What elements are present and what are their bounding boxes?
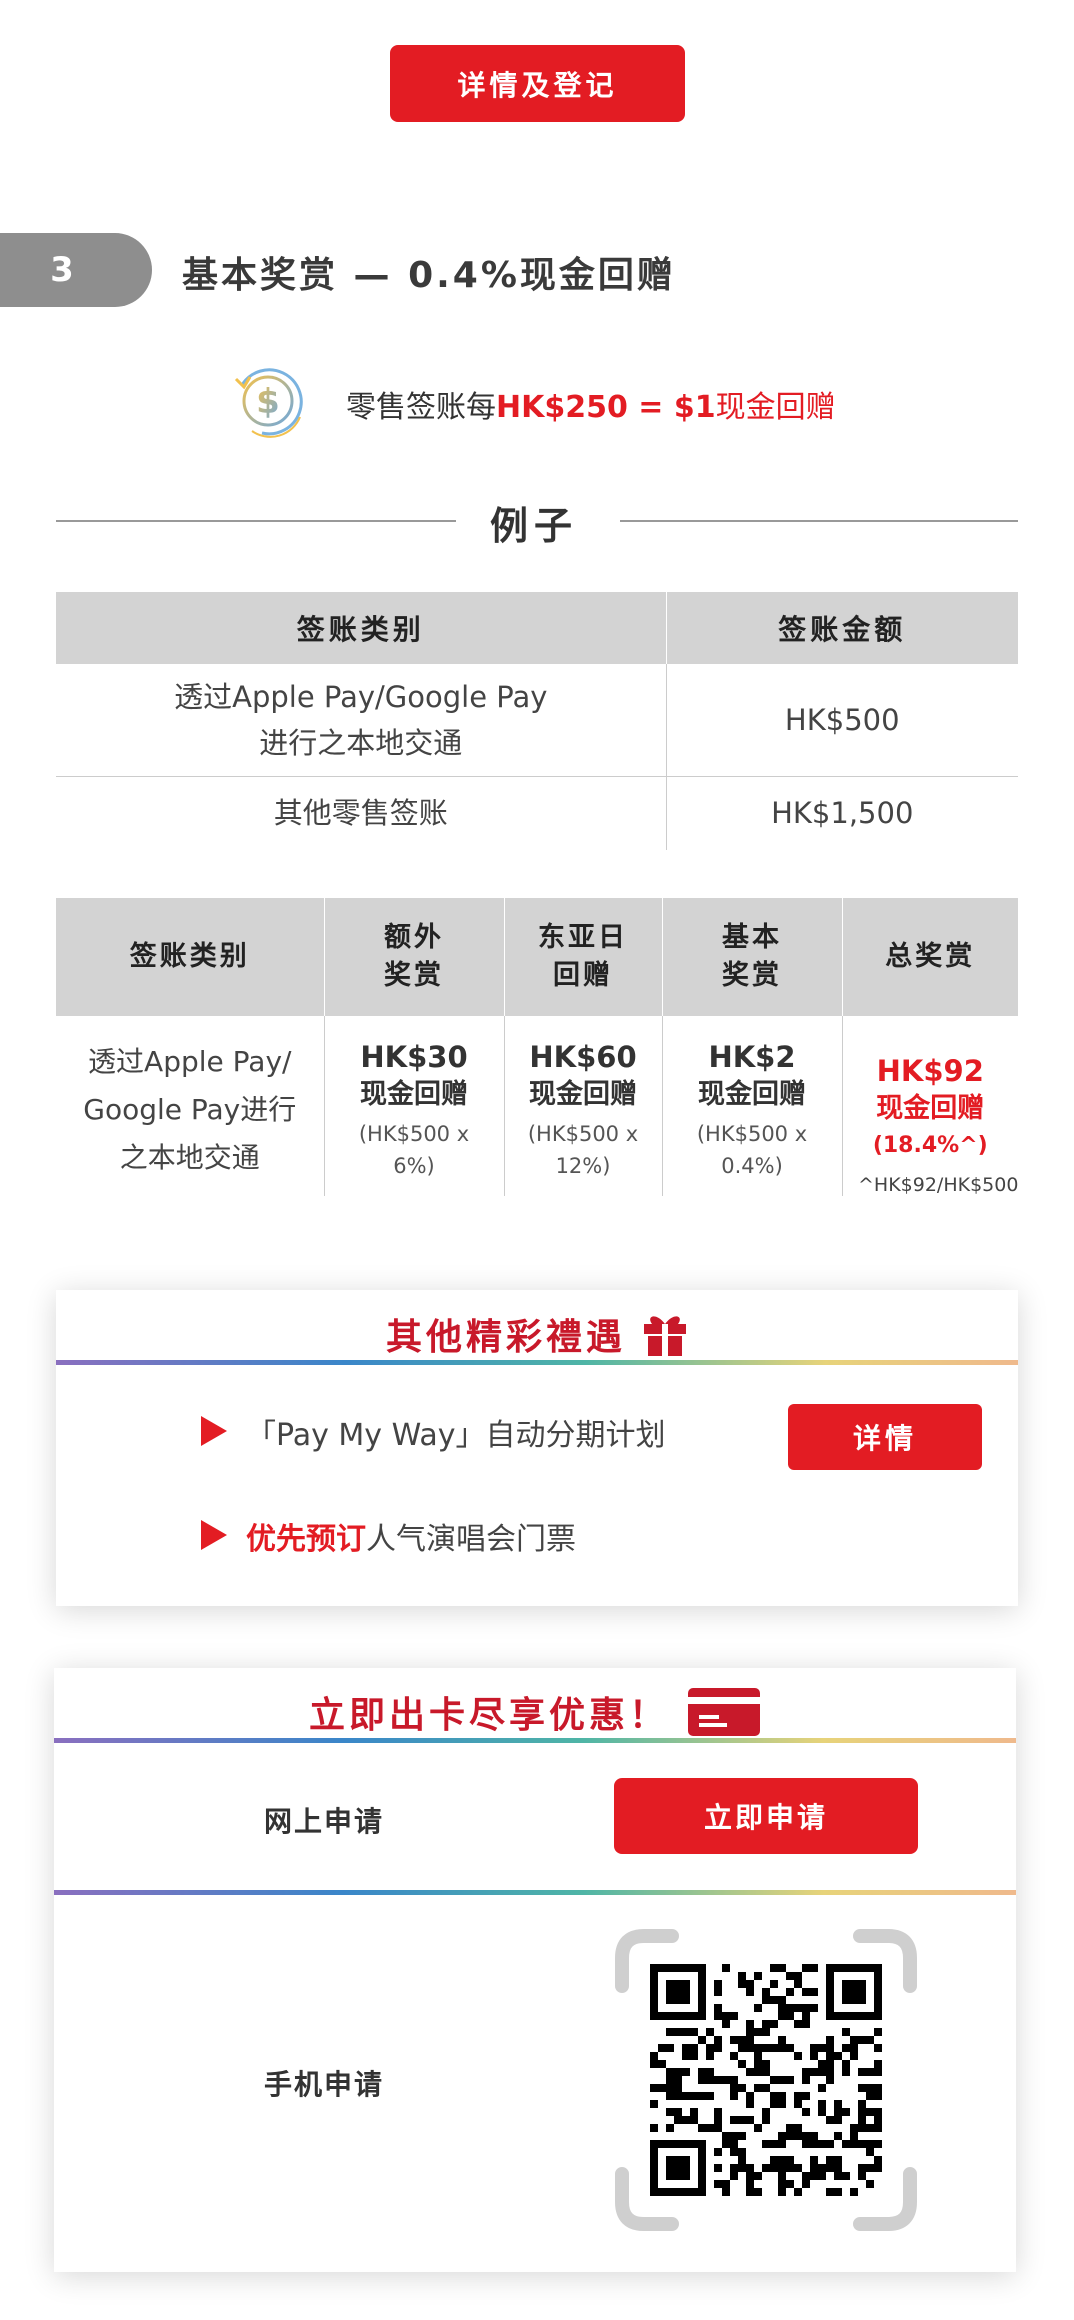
- rate-amount: HK$250 = $1: [496, 390, 716, 425]
- table-cell: 透过Apple Pay/Google Pay 进行之本地交通: [56, 664, 666, 777]
- divider-right: [620, 520, 1018, 522]
- header-text: 基本: [722, 922, 782, 953]
- table-header: 基本奖赏: [661, 898, 842, 1016]
- header-text: 奖赏: [384, 960, 444, 991]
- play-arrow-icon: [201, 1416, 227, 1446]
- reward-amount: HK$30: [360, 1040, 468, 1074]
- table-row: 透过Apple Pay/ Google Pay进行 之本地交通 HK$30 现金…: [56, 1016, 1018, 1196]
- reward-calc: (HK$500 x 6%): [325, 1118, 504, 1182]
- mobile-apply-label: 手机申请: [264, 2068, 385, 2101]
- table-header-row: 签账类别 签账金额: [56, 592, 1018, 664]
- coin-cashback-icon: $: [234, 368, 303, 438]
- gradient-divider: [56, 1360, 1018, 1365]
- credit-card-icon: [688, 1688, 760, 1736]
- table-cell: HK$500: [665, 664, 1018, 777]
- calc-text: 12%): [555, 1154, 611, 1178]
- rate-description: 零售签账每HK$250 = $1现金回赠: [346, 382, 836, 426]
- table-header-row: 签账类别 额外奖赏 东亚日回赠 基本奖赏 总奖赏: [56, 898, 1018, 1016]
- calc-text: (HK$500 x: [358, 1122, 470, 1146]
- total-amount: HK$92: [876, 1054, 984, 1088]
- gradient-divider: [54, 1890, 1016, 1895]
- reward-calc: (HK$500 x 0.4%): [663, 1118, 842, 1182]
- benefit-concert-tickets: 优先预订人气演唱会门票: [246, 1514, 576, 1558]
- example-title: 例子: [490, 504, 579, 548]
- details-register-button[interactable]: 详情及登记: [390, 45, 685, 122]
- table-header: 签账类别: [56, 592, 666, 664]
- reward-calc: (HK$500 x 12%): [505, 1118, 662, 1182]
- cell-text: 透过Apple Pay/Google Pay: [174, 679, 548, 714]
- header-text: 额外: [384, 922, 444, 953]
- total-percentage: (18.4%^): [872, 1133, 988, 1158]
- rate-suffix: 现金回赠: [715, 390, 836, 425]
- header-text: 签账类别: [129, 941, 250, 972]
- apply-title: 立即出卡尽享优惠！: [54, 1686, 1016, 1738]
- table-cell: 透过Apple Pay/ Google Pay进行 之本地交通: [56, 1016, 324, 1196]
- reward-label: 现金回赠: [360, 1079, 468, 1110]
- table-row: 其他零售签账 HK$1,500: [56, 776, 1018, 850]
- calc-text: (HK$500 x: [527, 1122, 639, 1146]
- online-apply-label: 网上申请: [264, 1805, 385, 1838]
- svg-text:$: $: [256, 382, 280, 422]
- card-title-text: 其他精彩禮遇: [385, 1317, 626, 1358]
- reward-amount: HK$60: [529, 1040, 637, 1074]
- divider-left: [56, 520, 456, 522]
- calc-text: 0.4%): [721, 1154, 783, 1178]
- spending-table: 签账类别 签账金额 透过Apple Pay/Google Pay 进行之本地交通…: [56, 592, 1018, 850]
- table-header: 东亚日回赠: [503, 898, 662, 1016]
- section-number-badge: 3: [0, 233, 152, 307]
- cell-text: 透过Apple Pay/: [88, 1045, 292, 1078]
- rewards-table: 签账类别 额外奖赏 东亚日回赠 基本奖赏 总奖赏 透过Apple Pay/ Go…: [56, 898, 1018, 1196]
- calc-text: 6%): [393, 1154, 435, 1178]
- table-cell: HK$60 现金回赠 (HK$500 x 12%): [503, 1016, 662, 1196]
- reward-label: 现金回赠: [529, 1079, 637, 1110]
- table-cell: HK$2 现金回赠 (HK$500 x 0.4%): [661, 1016, 842, 1196]
- qr-code[interactable]: [614, 1928, 918, 2232]
- table-header: 额外奖赏: [323, 898, 504, 1016]
- apply-card: 立即出卡尽享优惠！ 网上申请 立即申请 手机申请: [54, 1668, 1016, 2272]
- table-cell: HK$30 现金回赠 (HK$500 x 6%): [323, 1016, 504, 1196]
- table-cell: 其他零售签账: [273, 796, 448, 831]
- table-header: 签账金额: [665, 592, 1018, 664]
- table-cell: HK$1,500: [665, 776, 1018, 850]
- benefit-installment: 「Pay My Way」自动分期计划: [246, 1418, 666, 1453]
- details-button[interactable]: 详情: [788, 1404, 982, 1470]
- card-title-text: 立即出卡尽享优惠！: [308, 1695, 669, 1736]
- table-header: 总奖赏: [841, 898, 1018, 1016]
- header-text: 东亚日: [538, 922, 628, 953]
- cell-text: 进行之本地交通: [259, 725, 463, 760]
- gradient-divider: [54, 1738, 1016, 1743]
- footnote: ^HK$92/HK$500: [858, 1174, 1019, 1196]
- header-text: 奖赏: [722, 960, 782, 991]
- reward-amount: HK$2: [708, 1040, 796, 1074]
- benefit-text: 人气演唱会门票: [366, 1522, 576, 1557]
- calc-text: (HK$500 x: [696, 1122, 808, 1146]
- table-header: 签账类别: [56, 898, 324, 1016]
- cell-text: Google Pay进行: [83, 1093, 297, 1126]
- other-offers-title: 其他精彩禮遇: [56, 1308, 1018, 1360]
- other-offers-card: 其他精彩禮遇 「Pay My Way」自动分期计划 详情 优先预订人气演唱会门票: [56, 1290, 1018, 1606]
- play-arrow-icon: [201, 1520, 227, 1550]
- benefit-highlight: 优先预订: [246, 1522, 366, 1557]
- total-label: 现金回赠: [876, 1093, 985, 1124]
- table-row: 透过Apple Pay/Google Pay 进行之本地交通 HK$500: [56, 664, 1018, 777]
- header-text: 总奖赏: [885, 941, 976, 972]
- gift-icon: [644, 1316, 686, 1356]
- table-cell: HK$92 现金回赠 (18.4%^): [841, 1016, 1018, 1196]
- cell-text: 之本地交通: [119, 1141, 260, 1174]
- reward-label: 现金回赠: [698, 1079, 806, 1110]
- rate-prefix: 零售签账每: [346, 390, 496, 425]
- header-text: 回赠: [553, 960, 613, 991]
- apply-now-button[interactable]: 立即申请: [614, 1778, 918, 1854]
- section-title: 基本奖赏 — 0.4%现金回赠: [182, 255, 676, 296]
